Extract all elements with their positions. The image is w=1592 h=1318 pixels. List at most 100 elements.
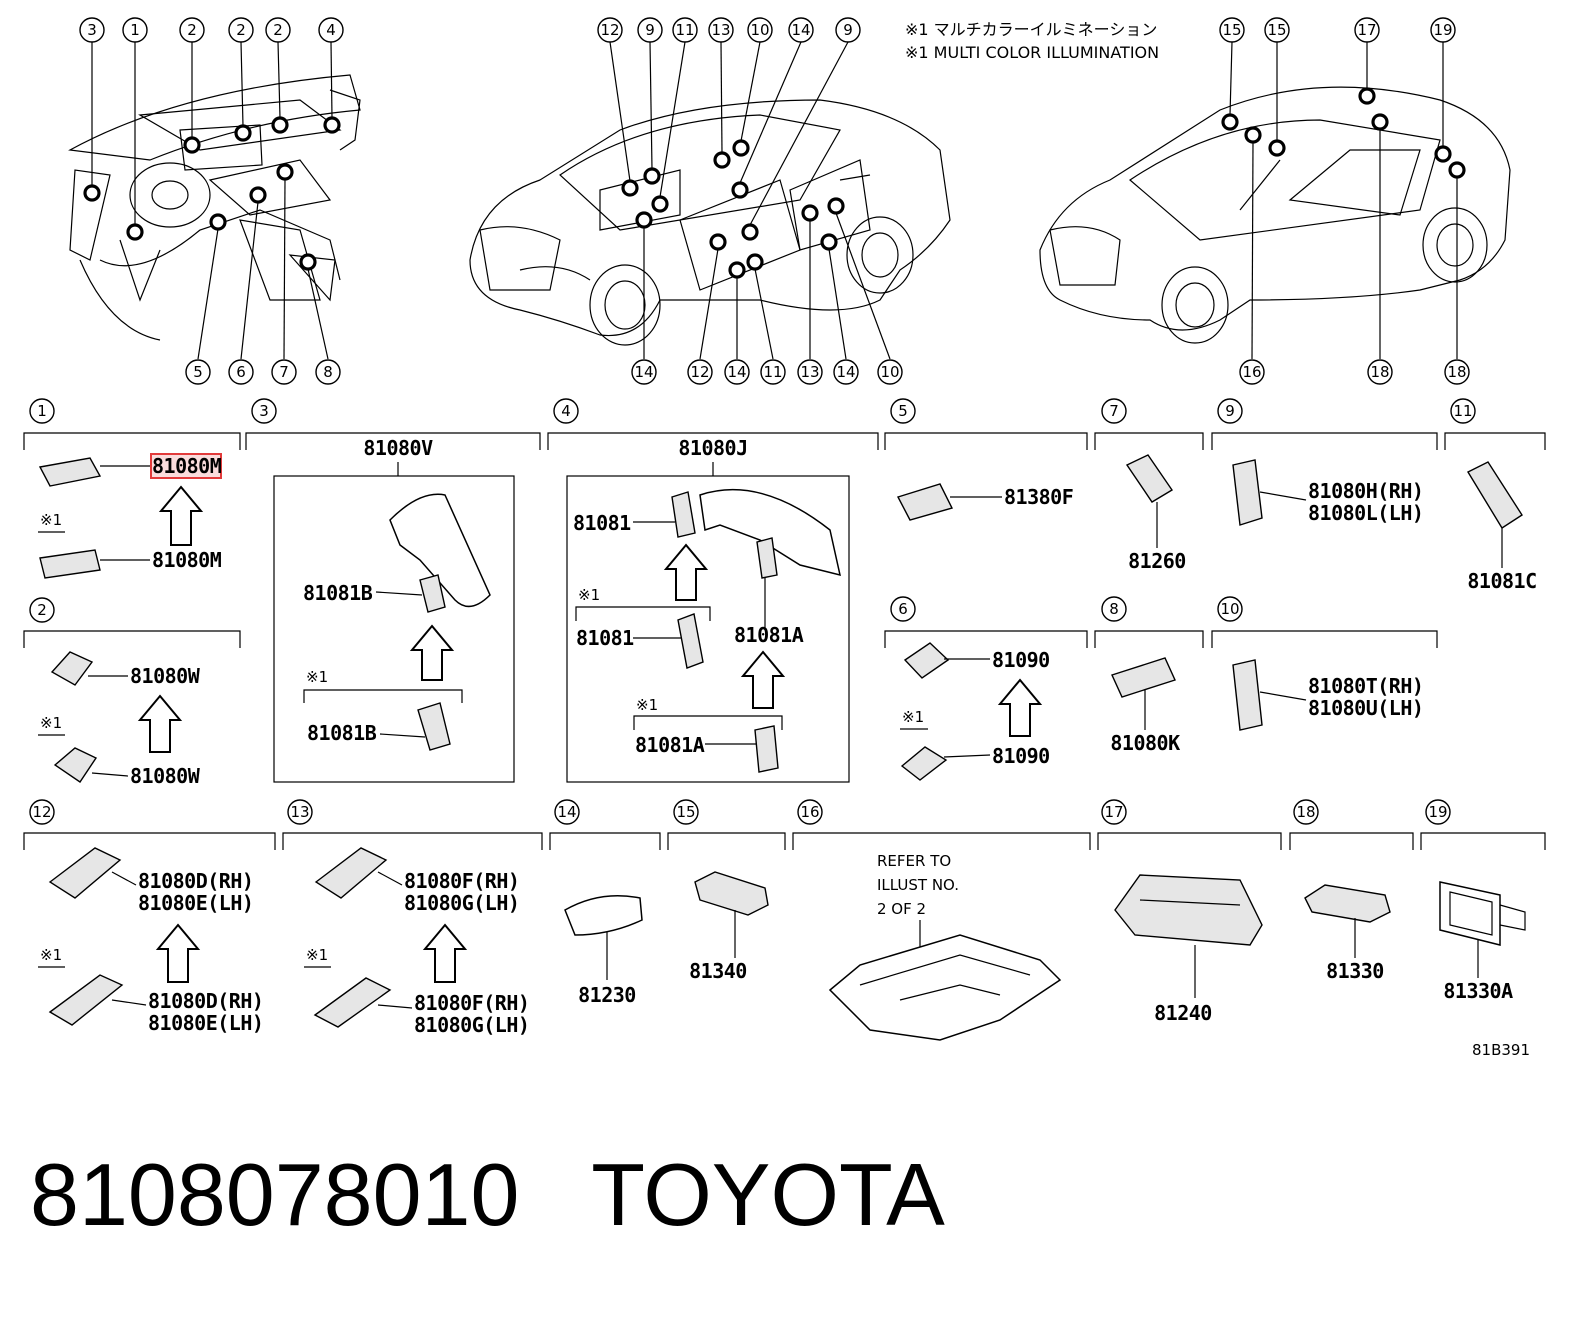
part-81080D-variant-icon	[48, 974, 124, 1026]
part-label[interactable]: 81080F(RH)	[414, 991, 530, 1015]
part-81260-icon	[1125, 454, 1173, 503]
marker-6	[249, 186, 267, 204]
part-label[interactable]: 81230	[578, 983, 636, 1007]
callout-top-11: 14	[788, 17, 814, 43]
part-label[interactable]: 81380F	[1004, 485, 1074, 509]
part-label[interactable]: 81081	[573, 511, 632, 535]
part-label[interactable]: 81080H(RH)	[1308, 479, 1424, 503]
svg-text:11: 11	[675, 21, 694, 39]
part-81080F-variant-icon	[313, 977, 392, 1028]
section-num-1: 1	[37, 402, 47, 420]
section-17: 17 81240	[1097, 799, 1282, 1025]
section-7: 7 81260	[1094, 398, 1204, 573]
marker-4	[323, 116, 341, 134]
section-10: 10 81080T(RH) 81080U(LH)	[1211, 596, 1438, 731]
part-81330A-icon	[1439, 881, 1501, 946]
up-arrow-icon	[740, 650, 786, 709]
svg-text:12: 12	[600, 21, 619, 39]
part-label[interactable]: 81081B	[307, 721, 377, 745]
part-label[interactable]: 81090	[992, 744, 1050, 768]
marker-7	[276, 163, 294, 181]
up-arrow-icon	[997, 678, 1043, 737]
part-label[interactable]: 81240	[1154, 1001, 1212, 1025]
section-16: 16 REFER TO ILLUST NO. 2 OF 2	[792, 799, 1091, 1041]
up-arrow-icon	[663, 543, 709, 601]
svg-text:19: 19	[1433, 21, 1452, 39]
part-label[interactable]: 81080G(LH)	[414, 1013, 530, 1037]
bulb-socket-variant-icon	[417, 702, 451, 751]
overhead-console-icon	[828, 934, 1062, 1041]
svg-text:15: 15	[1222, 21, 1241, 39]
svg-text:2: 2	[273, 21, 283, 39]
part-label[interactable]: 81080L(LH)	[1308, 501, 1424, 525]
part-label[interactable]: 81080E(LH)	[148, 1011, 264, 1035]
callout-top-4: 2	[265, 17, 291, 43]
part-label[interactable]: 81080D(RH)	[138, 869, 254, 893]
part-label[interactable]: 81080F(RH)	[404, 869, 520, 893]
marker-11b	[746, 253, 764, 271]
part-label[interactable]: 81080W	[130, 664, 201, 688]
svg-text:14: 14	[557, 803, 576, 821]
svg-text:10: 10	[750, 21, 769, 39]
part-81330-icon	[1304, 884, 1391, 923]
part-label[interactable]: 81080W	[130, 764, 201, 788]
diagram-code: 81B391	[1472, 1041, 1530, 1059]
svg-text:4: 4	[326, 21, 336, 39]
part-label[interactable]: 81260	[1128, 549, 1186, 573]
highlight-box	[150, 453, 222, 479]
section-4: 4 81080J 81081 ※1 81081 81081A ※1 81081A	[547, 398, 879, 783]
part-label[interactable]: 81081	[576, 626, 635, 650]
part-81080F-icon	[314, 847, 388, 899]
callout-bottom-9: 14	[833, 359, 859, 385]
part-label[interactable]: 81081A	[635, 733, 705, 757]
svg-text:6: 6	[898, 600, 908, 618]
bottom-callouts: 5 6 7 8 14 12 14 11 13 14 10 16 18 18	[185, 359, 1470, 385]
part-81340-icon	[694, 871, 769, 916]
part-label[interactable]: 81081A	[734, 623, 804, 647]
svg-text:※1: ※1	[636, 696, 658, 714]
svg-text:※1: ※1	[40, 714, 62, 732]
part-label[interactable]: 81080M	[152, 454, 222, 478]
svg-text:2: 2	[187, 21, 197, 39]
section-14: 14 81230	[549, 799, 661, 1007]
svg-text:7: 7	[279, 363, 289, 381]
part-label[interactable]: 81080T(RH)	[1308, 674, 1424, 698]
svg-text:9: 9	[1225, 402, 1235, 420]
marker-16	[1244, 126, 1262, 144]
part-label[interactable]: 81330	[1326, 959, 1384, 983]
part-label[interactable]: 81090	[992, 648, 1050, 672]
callout-top-15: 17	[1354, 17, 1380, 43]
marker-15a	[1221, 113, 1239, 131]
svg-text:8: 8	[323, 363, 333, 381]
marker-1	[126, 223, 144, 241]
part-81080H-icon	[1232, 459, 1263, 526]
callout-top-2: 2	[179, 17, 205, 43]
part-label[interactable]: 81340	[689, 959, 747, 983]
assembly-label[interactable]: 81080V	[363, 436, 433, 460]
svg-text:6: 6	[236, 363, 246, 381]
part-label[interactable]: 81080K	[1110, 731, 1180, 755]
caption-gap	[519, 1145, 591, 1244]
svg-text:※1: ※1	[40, 946, 62, 964]
part-81240-icon	[1114, 874, 1263, 946]
marker-9a	[643, 167, 661, 185]
assembly-label[interactable]: 81080J	[678, 436, 748, 460]
svg-text:※1: ※1	[306, 668, 328, 686]
marker-12b	[709, 233, 727, 251]
part-label[interactable]: 81330A	[1443, 979, 1513, 1003]
part-label[interactable]: 81081C	[1467, 569, 1537, 593]
part-label[interactable]: 81080M	[152, 548, 222, 572]
svg-text:12: 12	[32, 803, 51, 821]
part-label[interactable]: 81081B	[303, 581, 373, 605]
part-81081C-icon	[1467, 461, 1523, 529]
part-label[interactable]: 81080U(LH)	[1308, 696, 1424, 720]
svg-text:17: 17	[1104, 803, 1123, 821]
part-81080T-icon	[1232, 659, 1263, 731]
svg-text:11: 11	[1453, 402, 1472, 420]
marker-12	[621, 179, 639, 197]
part-label[interactable]: 81080E(LH)	[138, 891, 254, 915]
part-label[interactable]: 81080G(LH)	[404, 891, 520, 915]
part-label[interactable]: 81080D(RH)	[148, 989, 264, 1013]
svg-text:10: 10	[1220, 600, 1239, 618]
